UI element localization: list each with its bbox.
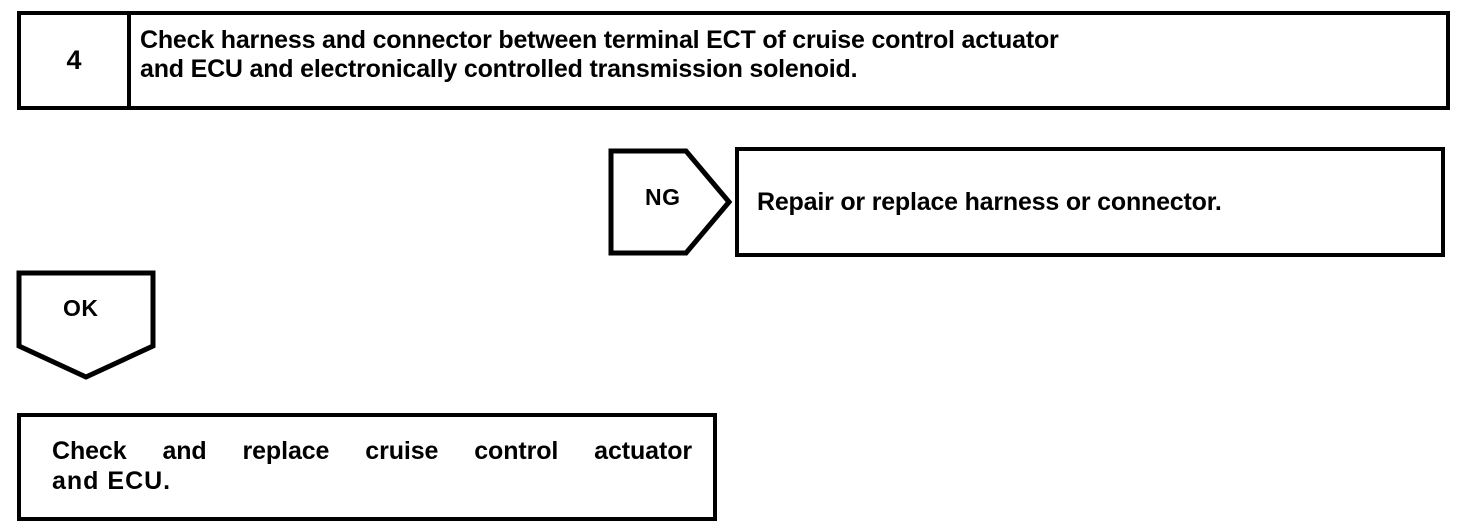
ok-result-text: Check and replace cruise control actuato… — [52, 436, 692, 496]
ng-result-text: Repair or replace harness or connector. — [757, 187, 1222, 216]
ng-branch-label: NG — [645, 184, 681, 210]
step-instruction-cell: Check harness and connector between term… — [131, 15, 1446, 106]
step-instruction-text: Check harness and connector between term… — [140, 26, 1059, 83]
ok-result-line-1: Check and replace cruise control actuato… — [52, 437, 692, 465]
step-number: 4 — [66, 45, 82, 75]
step-box: 4 Check harness and connector between te… — [17, 11, 1450, 110]
ok-result-line-2: and ECU. — [52, 467, 172, 495]
ng-branch-arrow — [608, 148, 732, 256]
ok-branch-label: OK — [63, 295, 99, 321]
pentagon-right-icon — [608, 148, 732, 256]
pentagon-down-icon — [16, 270, 156, 380]
step-number-cell: 4 — [21, 15, 131, 106]
ok-result-box: Check and replace cruise control actuato… — [17, 413, 717, 521]
ok-branch-arrow — [16, 270, 156, 380]
ng-result-box: Repair or replace harness or connector. — [735, 147, 1445, 257]
